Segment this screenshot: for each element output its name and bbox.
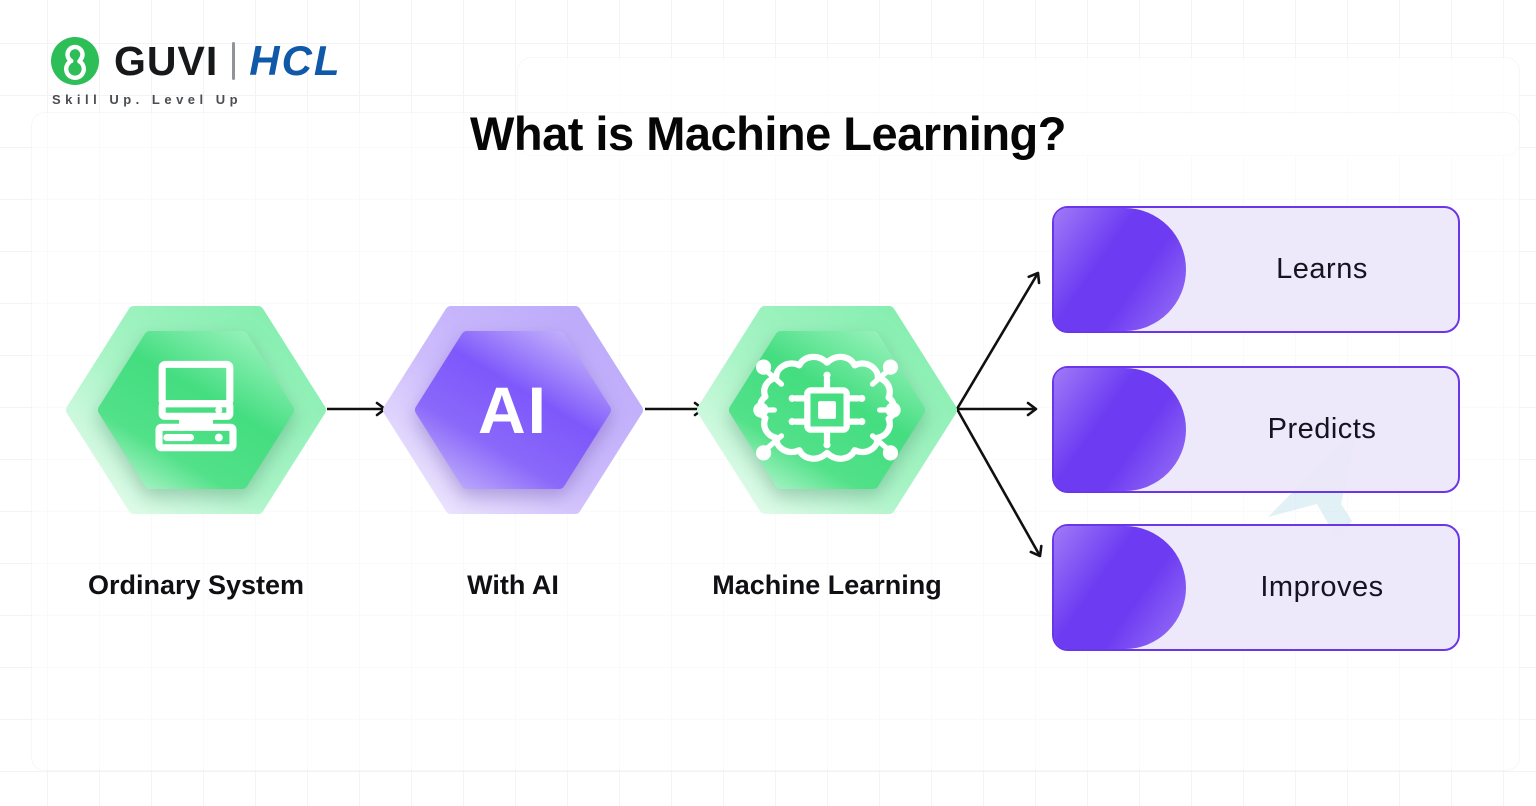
output-box-learns: Learns bbox=[1052, 206, 1460, 333]
logo: GUVI HCL bbox=[50, 36, 342, 86]
purple-blob-decoration bbox=[1054, 208, 1186, 331]
output-box-improves: Improves bbox=[1052, 524, 1460, 651]
step-label-machine-learning: Machine Learning bbox=[712, 570, 942, 600]
output-box-predicts: Predicts bbox=[1052, 366, 1460, 493]
partner-brand-name: HCL bbox=[249, 37, 342, 84]
step-label-with-ai: With AI bbox=[467, 570, 559, 600]
output-label: Learns bbox=[1276, 253, 1368, 285]
brain-chip-icon bbox=[753, 353, 901, 462]
purple-blob-decoration bbox=[1054, 526, 1186, 649]
guvi-logo-icon bbox=[51, 37, 99, 85]
hexagon-ordinary-system bbox=[66, 290, 326, 530]
desktop-computer-icon bbox=[155, 360, 237, 452]
hexagon-machine-learning bbox=[697, 290, 957, 530]
step-label-ordinary-system: Ordinary System bbox=[87, 570, 305, 600]
purple-blob-decoration bbox=[1054, 368, 1186, 491]
hexagon-with-ai: AI bbox=[383, 290, 643, 530]
logo-tagline: Skill Up. Level Up bbox=[52, 92, 243, 107]
output-label: Predicts bbox=[1267, 413, 1377, 445]
arrow-to-improves bbox=[955, 408, 1043, 558]
ai-label: AI bbox=[478, 373, 548, 447]
green-hexagon-shape bbox=[66, 306, 326, 514]
purple-hexagon-shape bbox=[383, 306, 643, 514]
arrow-to-learns bbox=[955, 271, 1041, 410]
brand-name: GUVI bbox=[114, 37, 219, 84]
logo-divider bbox=[232, 42, 236, 80]
output-label: Improves bbox=[1260, 571, 1384, 603]
page-title: What is Machine Learning? bbox=[470, 107, 1066, 160]
